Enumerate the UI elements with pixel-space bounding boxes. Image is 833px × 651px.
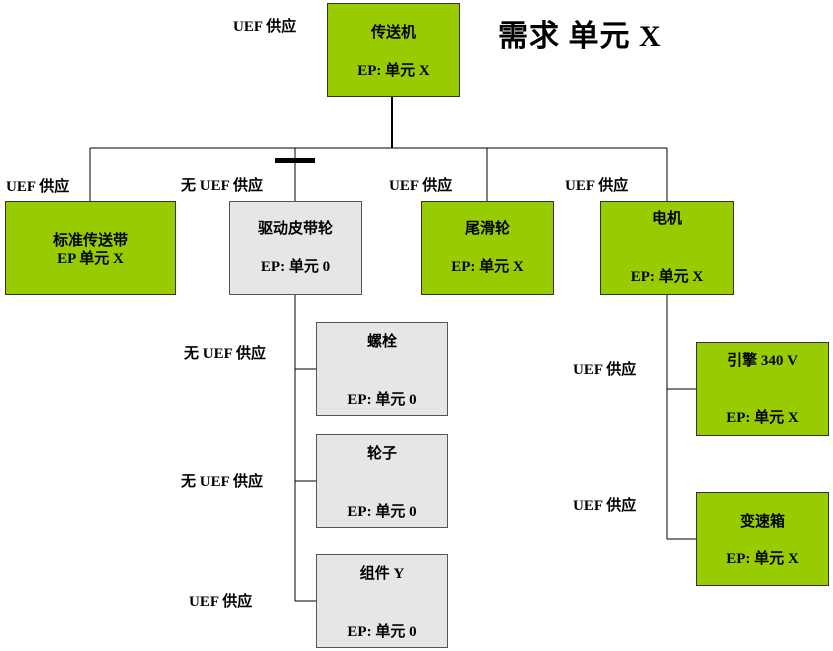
node-tail-pulley[interactable]: 尾滑轮 EP: 单元 X [421,201,554,295]
node-ep: EP: 单元 0 [347,624,417,640]
node-ep: EP: 单元 X [451,259,524,275]
node-bolt[interactable]: 螺栓 EP: 单元 0 [316,322,448,416]
node-ep: EP: 单元 X [630,269,704,285]
supply-label-drive-pulley: 无 UEF 供应 [181,178,263,194]
node-ep: EP: 单元 X [357,63,430,79]
supply-label-engine: UEF 供应 [573,362,637,378]
supply-label-std-belt: UEF 供应 [6,179,70,195]
node-name: 标准传送带 [52,233,128,249]
node-name: 轮子 [366,446,397,462]
node-engine-340v[interactable]: 引擎 340 V EP: 单元 X [696,342,829,436]
node-gearbox[interactable]: 变速箱 EP: 单元 X [696,492,829,586]
node-name: 尾滑轮 [464,221,510,237]
node-ep: EP: 单元 X [726,551,799,567]
supply-label-assembly-y: UEF 供应 [189,594,253,610]
node-conveyor[interactable]: 传送机 EP: 单元 X [327,3,460,97]
diagram-title: 需求 单元 X [498,20,662,53]
node-ep: EP 单元 X [57,251,124,267]
node-drive-pulley[interactable]: 驱动皮带轮 EP: 单元 0 [229,201,362,295]
node-standard-belt[interactable]: 标准传送带 EP 单元 X [5,201,176,295]
supply-label-motor: UEF 供应 [565,178,629,194]
node-ep: EP: 单元 0 [347,504,417,520]
supply-label-root: UEF 供应 [233,19,297,35]
node-ep: EP: 单元 0 [347,392,417,408]
no-supply-marker [275,158,315,163]
node-name: 引擎 340 V [727,353,798,369]
supply-label-gearbox: UEF 供应 [573,498,637,514]
node-motor[interactable]: 电机 EP: 单元 X [600,201,734,295]
node-wheel[interactable]: 轮子 EP: 单元 0 [316,434,448,528]
node-name: 变速箱 [739,514,785,530]
supply-label-tail-pulley: UEF 供应 [389,178,453,194]
node-name: 驱动皮带轮 [257,221,333,237]
node-assembly-y[interactable]: 组件 Y EP: 单元 0 [316,554,448,648]
node-name: 螺栓 [366,334,397,350]
node-ep: EP: 单元 0 [260,259,331,275]
node-name: 组件 Y [359,566,405,582]
supply-label-bolt: 无 UEF 供应 [184,346,266,362]
node-ep: EP: 单元 X [726,410,799,426]
supply-label-wheel: 无 UEF 供应 [181,474,263,490]
node-name: 电机 [651,211,682,227]
node-name: 传送机 [370,25,416,41]
